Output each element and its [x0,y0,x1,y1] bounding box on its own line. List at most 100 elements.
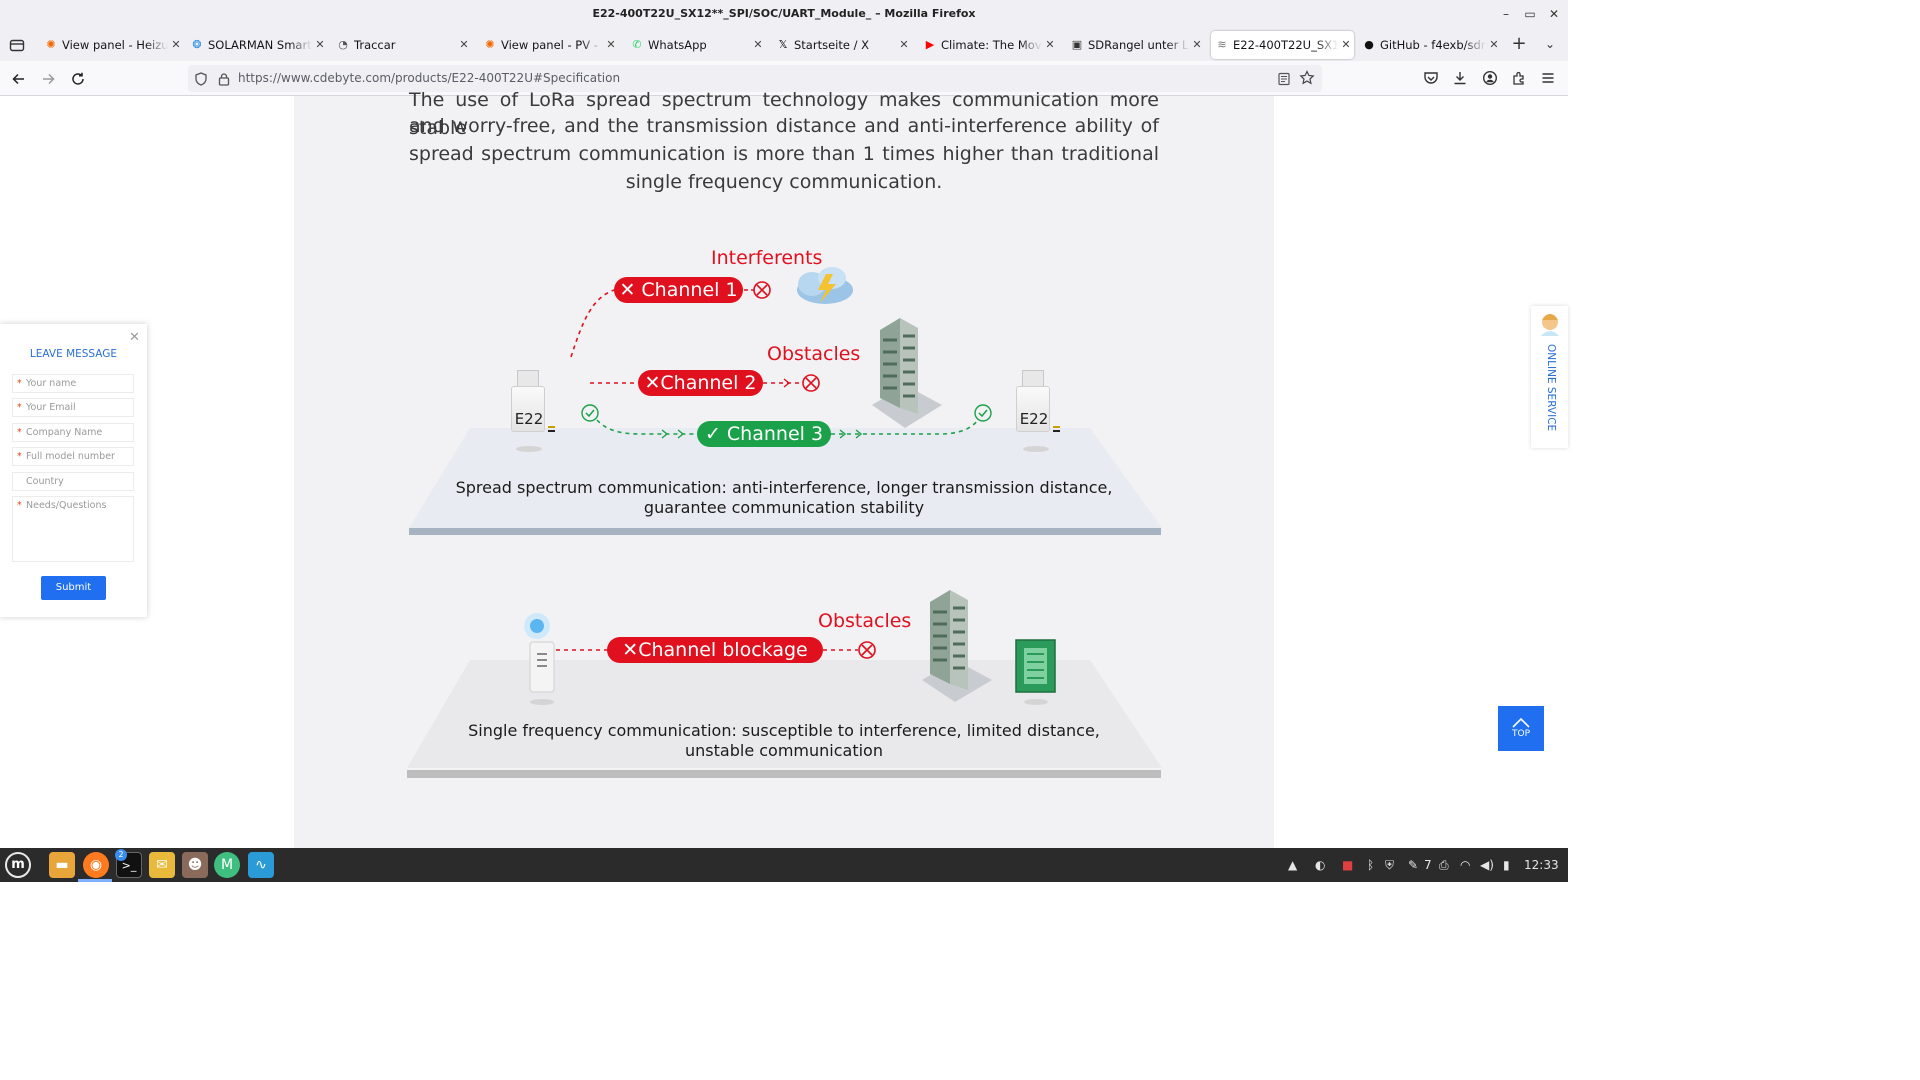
maximize-button[interactable]: ▭ [1524,7,1536,21]
solarman-icon: ❂ [192,38,202,51]
tab-9[interactable]: ≋E22-400T22U_SX12**_SPI✕ [1211,31,1354,59]
tab-close-icon[interactable]: ✕ [899,38,909,51]
channel-blockage-pill: ✕Channel blockage [607,637,823,663]
interferents-label: Interferents [711,247,823,269]
tab-10[interactable]: ●GitHub - f4exb/sdrangel✕ [1358,31,1502,59]
transmitter-icon [524,613,555,705]
clock[interactable]: 12:33 [1524,858,1559,872]
new-tab-button[interactable]: + [1511,33,1527,54]
leave-message-field-4[interactable]: *Full model number [12,447,134,466]
diagram1-base [409,528,1161,535]
notifications-tray-icon[interactable]: ✎ [1408,858,1419,872]
downloads-icon[interactable] [1452,70,1468,86]
url-text[interactable]: https://www.cdebyte.com/products/E22-400… [238,71,621,85]
terminal-badge: 2 [115,849,127,861]
list-all-tabs-button[interactable]: ⌄ [1544,37,1556,51]
lock-icon[interactable] [217,71,231,86]
extensions-icon[interactable] [1511,70,1527,86]
tab-label: SDRangel unter Linux [1088,31,1189,59]
grafana-icon: ✺ [46,38,56,51]
reload-button[interactable] [67,69,89,89]
e22-device-left-label: E22 [514,410,544,428]
leave-message-field-5[interactable]: Country [12,472,134,491]
tab-overview-icon[interactable] [8,36,26,54]
close-icon[interactable]: ✕ [129,330,140,345]
back-button[interactable] [8,69,30,89]
intro-line-3: spread spectrum communication is more th… [409,143,1159,165]
tab-7[interactable]: ▶Climate: The Movie (The Cold Truth)✕ [919,31,1058,59]
tab-close-icon[interactable]: ✕ [606,38,616,51]
tab-close-icon[interactable]: ✕ [315,38,325,51]
github-icon: ● [1364,38,1374,51]
channel2-block-icon [802,374,820,392]
printer-tray-icon[interactable]: ⎙ [1439,858,1449,872]
x-icon: 𝕏 [778,38,788,51]
channel1-pill: ✕ Channel 1 [614,277,743,303]
pcb-module-icon [1015,639,1056,705]
wifi-tray-icon[interactable]: ◠ [1460,858,1471,872]
shield-tray-icon[interactable]: ⛨ [1385,858,1395,872]
files-icon[interactable]: ▬ [49,852,75,878]
forward-button[interactable] [37,69,59,89]
tab-close-icon[interactable]: ✕ [1341,38,1351,51]
channel3-label: Channel 3 [726,423,824,445]
gimp-icon[interactable]: ☻ [182,852,208,878]
whatsapp-icon: ✆ [632,38,642,51]
system-monitor-icon[interactable]: ∿ [248,852,274,878]
navigation-bar: https://www.cdebyte.com/products/E22-400… [0,61,1568,96]
tab-close-icon[interactable]: ✕ [1045,38,1055,51]
taskbar: m ▬ ◉ >_ 2 ✉ ☻ M ∿ ▲ ◐ ■ ᛒ ⛨ ✎ 7 ⎙ ◠ ◀) … [0,848,1568,882]
volume-tray-icon[interactable]: ◀) [1480,858,1494,872]
tab-2[interactable]: ❂SOLARMAN Smart✕ [186,31,328,59]
leave-message-field-1[interactable]: *Your name [12,374,134,393]
tab-close-icon[interactable]: ✕ [171,38,181,51]
minimize-button[interactable]: – [1503,7,1509,21]
radio-icon: ≋ [1217,38,1227,51]
submit-button[interactable]: Submit [41,576,106,600]
x-mark-icon: ✕ [644,372,661,394]
battery-tray-icon[interactable]: ▮ [1503,858,1510,872]
mint-menu-icon[interactable]: m [5,852,31,878]
mint-update-icon[interactable]: M [214,852,240,878]
tab-label: View panel - PV - Dashboards [501,31,603,59]
channel2-label: Channel 2 [660,372,757,394]
reader-view-icon[interactable] [1277,71,1291,86]
account-icon[interactable] [1482,70,1498,86]
tab-1[interactable]: ✺View panel - Heizung✕ [40,31,184,59]
tab-5[interactable]: ✆WhatsApp✕ [626,31,766,59]
url-bar[interactable]: https://www.cdebyte.com/products/E22-400… [188,65,1322,92]
needs-questions-textarea[interactable]: *Needs/Questions [12,496,134,562]
update-tray-icon[interactable]: ■ [1342,858,1354,872]
leave-message-field-3[interactable]: *Company Name [12,423,134,442]
leave-message-field-2[interactable]: *Your Email [12,398,134,417]
online-service-tab[interactable]: ONLINE SERVICE [1531,306,1568,448]
bookmark-star-icon[interactable] [1299,70,1315,86]
e22-device-left: E22 [511,370,547,434]
back-to-top-button[interactable]: TOP [1498,706,1544,751]
grafana-icon: ✺ [485,38,495,51]
sdr-icon: ▣ [1071,38,1083,51]
close-window-button[interactable]: ✕ [1548,7,1560,21]
tab-close-icon[interactable]: ✕ [1489,38,1499,51]
mountain-tray-icon[interactable]: ▲ [1288,858,1298,872]
diagram2-caption-line2: unstable communication [685,741,883,760]
tab-close-icon[interactable]: ✕ [459,38,469,51]
diagram1-caption-line1: Spread spectrum communication: anti-inte… [455,478,1113,497]
firefox-icon[interactable]: ◉ [83,852,109,878]
tab-4[interactable]: ✺ View panel - PV - Dashboards✕ [479,31,619,59]
building-icon [872,318,942,428]
diagram1-caption: Spread spectrum communication: anti-inte… [409,478,1159,518]
pocket-icon[interactable] [1423,70,1439,86]
mail-icon[interactable]: ✉ [149,852,175,878]
tab-3[interactable]: ◔Traccar✕ [332,31,472,59]
required-mark: * [17,451,22,462]
e22-device-right-label: E22 [1019,410,1049,428]
sync-tray-icon[interactable]: ◐ [1315,858,1326,872]
tab-close-icon[interactable]: ✕ [753,38,763,51]
tab-8[interactable]: ▣ SDRangel unter Linux✕ [1066,31,1205,59]
tab-close-icon[interactable]: ✕ [1192,38,1202,51]
shield-icon[interactable] [194,71,208,86]
bluetooth-tray-icon[interactable]: ᛒ [1367,858,1375,872]
app-menu-icon[interactable] [1540,70,1556,86]
